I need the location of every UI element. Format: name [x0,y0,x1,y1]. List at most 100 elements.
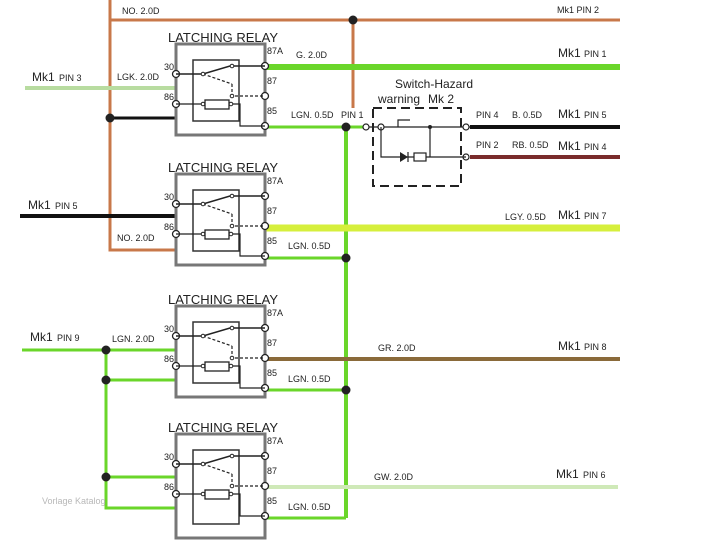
relay-pin-label-p85: 85 [267,236,277,246]
relay-switch-contact [176,65,265,75]
relay-pin-label-p86: 86 [164,354,174,364]
relay-pin-label-p87: 87 [267,338,277,348]
pin2-wire: RB. 0.5D [512,140,549,150]
relay-terminal [229,63,235,69]
relay-coil [204,99,230,110]
relay-terminal [229,355,235,361]
relay-pin-label-p85: 85 [267,368,277,378]
relay-terminal [228,231,234,237]
relay-pin-label-p85: 85 [267,496,277,506]
pin2-mkpin: PIN 4 [584,142,607,152]
switch-title: Switch-Hazard [395,77,473,91]
relay-pin-label-p30: 30 [164,192,174,202]
relay-coil [204,489,230,500]
r2-w86: NO. 2.0D [117,233,155,243]
r3-in-wire: LGN. 2.0D [112,334,155,344]
relay-pin-label-p86: 86 [164,482,174,492]
r3-in-pin: PIN 9 [57,333,80,343]
relay-terminal [228,363,234,369]
pin4-wire: B. 0.5D [512,110,543,120]
relay-switch-contact [176,195,265,205]
r2-in-pin: PIN 5 [55,201,78,211]
pin2-pin: PIN 2 [476,140,499,150]
relay-coil [204,361,230,372]
relay-pin-label-p87a: 87A [267,308,283,318]
relay-pin-label-p87: 87 [267,206,277,216]
switch-hazard-box: Switch-Hazard warning Mk 2 [362,77,473,187]
r1-in-wire: LGK. 2.0D [117,72,160,82]
r1-out-mk: Mk1 [558,46,581,60]
r1-out-pin: PIN 1 [584,49,607,59]
r4-out-pin: PIN 6 [583,470,606,480]
relay-pin-label-p86: 86 [164,222,174,232]
relay-coil-wire [176,103,265,127]
watermark: Vorlage Katalog [42,496,106,506]
relay-terminal [200,363,206,369]
relay-pin-label-p30: 30 [164,324,174,334]
switch-sub: warning [377,92,420,106]
relay-title: LATCHING RELAY [168,160,278,175]
r2-w87: LGY. 0.5D [505,212,546,222]
r1-pin1: PIN 1 [341,110,364,120]
relay-terminal [229,453,235,459]
relay-terminal [229,223,235,229]
r4-w85: LGN. 0.5D [288,502,331,512]
r2-w85: LGN. 0.5D [288,241,331,251]
relay-pin-label-p85: 85 [267,106,277,116]
top-wire-label: NO. 2.0D [122,6,160,16]
pin4-mkpin: PIN 5 [584,110,607,120]
relay-terminal [200,201,206,207]
relay-title: LATCHING RELAY [168,292,278,307]
r1-w85: LGN. 0.5D [291,110,334,120]
relay-terminal [200,461,206,467]
relay-pin-label-p87a: 87A [267,176,283,186]
top-right-label: Mk1 PIN 2 [557,5,599,15]
pin4-pin: PIN 4 [476,110,499,120]
r4-w87: GW. 2.0D [374,472,414,482]
relay-title: LATCHING RELAY [168,420,278,435]
r3-w85: LGN. 0.5D [288,374,331,384]
r2-in-mk: Mk1 [28,198,51,212]
pin2-mk: Mk1 [558,139,581,153]
r3-out-mk: Mk1 [558,339,581,353]
switch-mk: Mk 2 [428,92,454,106]
r4-out-mk: Mk1 [556,467,579,481]
r1-in-pin: PIN 3 [59,73,82,83]
r1-w87a: G. 2.0D [296,50,328,60]
relay-terminal [229,93,235,99]
relay-switch-contact [176,327,265,337]
relay-coil-wire [176,493,265,517]
relay-terminal [229,483,235,489]
relay-pin-label-p86: 86 [164,92,174,102]
relay-terminal [229,325,235,331]
relay-pin-label-p87: 87 [267,466,277,476]
relay-terminal [200,491,206,497]
relay-terminal [200,333,206,339]
relay-terminal [200,71,206,77]
r3-in-mk: Mk1 [30,330,53,344]
r1-in-mk: Mk1 [32,70,55,84]
relay-pin-label-p87a: 87A [267,46,283,56]
relay-title: LATCHING RELAY [168,30,278,45]
relay-coil-wire [176,233,265,257]
r3-w87: GR. 2.0D [378,343,416,353]
relay-pin-label-p30: 30 [164,452,174,462]
relay-pin-label-p87a: 87A [267,436,283,446]
relay-coil [204,229,230,240]
relay-terminal [229,193,235,199]
relay-coil-wire [176,365,265,389]
r2-out-pin: PIN 7 [584,211,607,221]
relay-terminal [228,491,234,497]
relay-pin-label-p87: 87 [267,76,277,86]
relay-switch-contact [176,455,265,465]
r3-out-pin: PIN 8 [584,342,607,352]
relay-pin-label-p30: 30 [164,62,174,72]
relay-terminal [200,231,206,237]
green-wire-lgn-2-0d [22,348,176,510]
